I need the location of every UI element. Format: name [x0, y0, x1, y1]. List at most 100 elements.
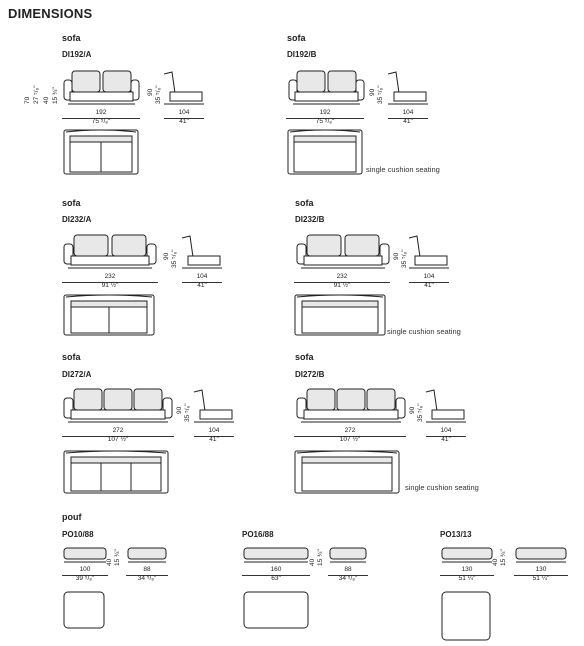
height-dim: 40: [309, 558, 316, 566]
dim-line: [388, 118, 428, 119]
width-dim: 232: [104, 273, 116, 280]
sofa-plan-drawing: [63, 294, 155, 336]
sofa-front-drawing: [296, 388, 406, 423]
dim-line: [62, 282, 158, 283]
height-dim-inch: 15 ¾": [317, 549, 324, 566]
width-dim: 160: [270, 566, 282, 573]
pouf-plan-drawing: [63, 591, 105, 629]
width-dim: 192: [95, 109, 107, 116]
sofa-plan-drawing: [63, 450, 169, 494]
sofa-plan-drawing: [63, 129, 139, 175]
pouf-side-drawing: [329, 547, 367, 563]
depth-dim-inch: 51 ¼": [532, 575, 550, 582]
sofa-front-drawing: [63, 70, 140, 105]
width-dim-inch: 39 ⁵/₈": [75, 575, 95, 582]
sofa-side-drawing: [387, 71, 428, 105]
section-label-sofa: sofa: [62, 352, 81, 362]
width-dim: 130: [461, 566, 473, 573]
sofa-front-drawing: [296, 234, 390, 269]
depth-dim-inch: 41": [197, 282, 207, 289]
sofa-front-drawing: [288, 70, 365, 105]
width-dim-inch: 75 ⁵/₈": [315, 118, 335, 125]
height-dim-inch: 27 ⁵/₈": [33, 85, 40, 104]
dim-line: [194, 436, 234, 437]
width-dim-inch: 107 ½": [107, 436, 129, 443]
dim-line: [242, 575, 310, 576]
page-title: DIMENSIONS: [8, 6, 93, 21]
section-label-sofa: sofa: [62, 33, 81, 43]
section-label-sofa: sofa: [295, 198, 314, 208]
dim-line: [62, 575, 108, 576]
width-dim: 100: [79, 566, 91, 573]
width-dim-inch: 91 ½": [333, 282, 351, 289]
seat-height-dim-inch: 15 ¾": [52, 87, 59, 104]
back-height-dim-inch: 35 ⁵/₈": [377, 85, 384, 104]
dim-line: [62, 436, 174, 437]
dim-line: [426, 436, 466, 437]
dim-line: [126, 575, 168, 576]
product-code: DI232/A: [62, 215, 92, 224]
pouf-front-drawing: [441, 547, 493, 563]
pouf-front-drawing: [63, 547, 107, 563]
back-height-dim-inch: 35 ⁵/₈": [417, 403, 424, 422]
dim-line: [294, 282, 390, 283]
product-code: DI272/B: [295, 370, 325, 379]
height-dim-inch: 15 ¾": [500, 549, 507, 566]
back-height-dim-inch: 35 ⁵/₈": [155, 85, 162, 104]
sofa-plan-drawing: [294, 294, 386, 336]
dim-line: [164, 118, 204, 119]
height-dim-inch: 15 ¾": [114, 549, 121, 566]
back-height-dim: 90: [393, 252, 400, 260]
product-code: DI272/A: [62, 370, 92, 379]
back-height-dim: 90: [409, 406, 416, 414]
height-dim: 40: [106, 558, 113, 566]
depth-dim: 104: [178, 109, 190, 116]
depth-dim-inch: 41": [179, 118, 189, 125]
width-dim: 272: [344, 427, 356, 434]
back-height-dim-inch: 35 ⁵/₈": [401, 249, 408, 268]
back-height-dim: 90: [147, 88, 154, 96]
back-height-dim: 90: [176, 406, 183, 414]
dim-line: [409, 282, 449, 283]
depth-dim-inch: 34 ⁵/₈": [338, 575, 358, 582]
dim-line: [514, 575, 568, 576]
depth-dim: 88: [344, 566, 352, 573]
depth-dim-inch: 41": [441, 436, 451, 443]
dim-line: [328, 575, 368, 576]
width-dim-inch: 63": [271, 575, 281, 582]
back-height-dim-inch: 35 ⁵/₈": [184, 403, 191, 422]
sofa-front-drawing: [63, 388, 173, 423]
width-dim: 272: [112, 427, 124, 434]
pouf-plan-drawing: [441, 591, 491, 641]
product-code: DI192/A: [62, 50, 92, 59]
depth-dim: 104: [440, 427, 452, 434]
depth-dim-inch: 41": [403, 118, 413, 125]
back-height-dim-inch: 35 ⁵/₈": [171, 249, 178, 268]
pouf-side-drawing: [127, 547, 167, 563]
seat-height-dim: 40: [43, 96, 50, 104]
width-dim: 192: [319, 109, 331, 116]
product-code: DI232/B: [295, 215, 325, 224]
sofa-side-drawing: [193, 389, 234, 423]
note-single-cushion: single cushion seating: [405, 483, 479, 492]
depth-dim: 104: [196, 273, 208, 280]
depth-dim: 104: [208, 427, 220, 434]
pouf-front-drawing: [243, 547, 309, 563]
section-label-sofa: sofa: [287, 33, 306, 43]
sofa-side-drawing: [425, 389, 466, 423]
section-label-pouf: pouf: [62, 512, 82, 522]
dim-line: [294, 436, 406, 437]
dim-line: [286, 118, 364, 119]
sofa-side-drawing: [181, 235, 222, 269]
width-dim-inch: 107 ½": [339, 436, 361, 443]
depth-dim: 130: [535, 566, 547, 573]
sofa-plan-drawing: [287, 129, 363, 175]
height-dim: 70: [24, 96, 31, 104]
note-single-cushion: single cushion seating: [366, 165, 440, 174]
sofa-front-drawing: [63, 234, 157, 269]
product-code: PO10/88: [62, 530, 94, 539]
product-code: PO13/13: [440, 530, 472, 539]
section-label-sofa: sofa: [295, 352, 314, 362]
depth-dim: 104: [423, 273, 435, 280]
width-dim-inch: 51 ¼": [458, 575, 476, 582]
